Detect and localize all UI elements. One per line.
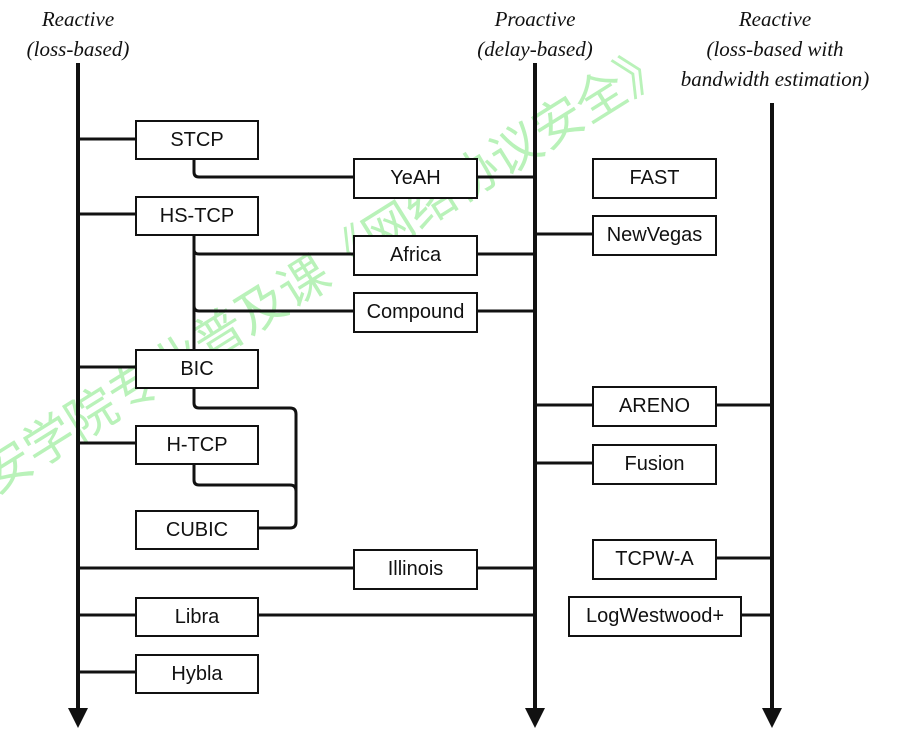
box-fusion: Fusion — [592, 444, 717, 485]
left-column-header: Reactive (loss-based) — [8, 4, 148, 64]
box-tcpwa: TCPW-A — [592, 539, 717, 580]
box-bic: BIC — [135, 349, 259, 389]
right-column-header: Reactive (loss-based with bandwidth esti… — [655, 4, 895, 94]
left-axis-arrow — [68, 708, 88, 728]
link-stcp-yeah — [192, 157, 535, 179]
left-header-line-2: (loss-based) — [26, 37, 130, 61]
middle-axis-arrow — [525, 708, 545, 728]
box-hybla: Hybla — [135, 654, 259, 694]
box-stcp: STCP — [135, 120, 259, 160]
link-bic-cubic — [192, 386, 298, 530]
middle-header-line-2: (delay-based) — [477, 37, 593, 61]
right-header-line-1: Reactive — [738, 7, 812, 31]
box-compound: Compound — [353, 292, 478, 333]
box-libra: Libra — [135, 597, 259, 637]
box-newvegas: NewVegas — [592, 215, 717, 256]
box-logwestwood: LogWestwood+ — [568, 596, 742, 637]
box-illinois: Illinois — [353, 549, 478, 590]
middle-header-line-1: Proactive — [494, 7, 576, 31]
link-hstcp-africa — [192, 249, 535, 256]
right-header-line-2: (loss-based with — [706, 37, 844, 61]
box-yeah: YeAH — [353, 158, 478, 199]
box-areno: ARENO — [592, 386, 717, 427]
box-htcp: H-TCP — [135, 425, 259, 465]
link-htcp-cubic — [192, 462, 298, 492]
right-header-line-3: bandwidth estimation) — [680, 67, 870, 91]
left-header-line-1: Reactive — [41, 7, 115, 31]
watermark-text: 安学院专业普及课《网络协议安全》 — [0, 32, 680, 505]
box-cubic: CUBIC — [135, 510, 259, 550]
box-africa: Africa — [353, 235, 478, 276]
box-hstcp: HS-TCP — [135, 196, 259, 236]
box-fast: FAST — [592, 158, 717, 199]
right-axis-arrow — [762, 708, 782, 728]
middle-column-header: Proactive (delay-based) — [460, 4, 610, 64]
link-hstcp-compound — [192, 305, 535, 313]
